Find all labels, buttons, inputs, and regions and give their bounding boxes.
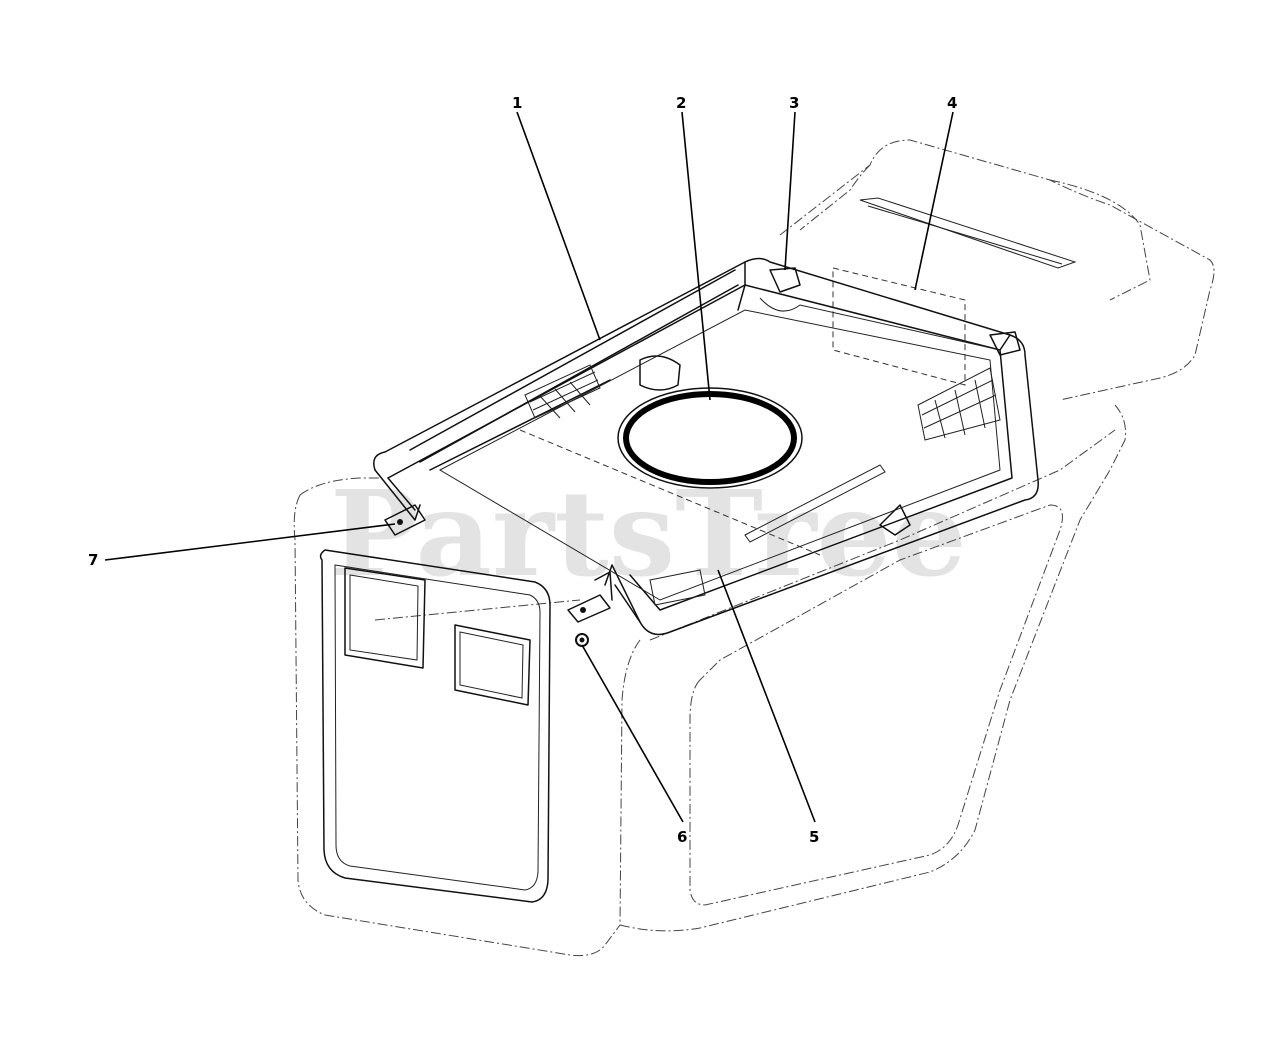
callout-4: 4	[947, 94, 957, 112]
watermark-text: PartsTree	[330, 464, 967, 603]
callout-3: 3	[789, 94, 799, 112]
mesh-screen-right	[917, 367, 1001, 441]
decal	[832, 267, 966, 386]
rear-cowl	[779, 139, 1215, 401]
bag-body	[293, 404, 1126, 956]
bracket-left	[384, 504, 426, 536]
leader-7	[104, 523, 396, 561]
callout-2: 2	[676, 94, 686, 112]
callout-7: 7	[88, 551, 98, 569]
callout-labels: 1 2 3 4 5 6 7	[88, 94, 957, 846]
leader-5	[717, 569, 816, 823]
front-window-frame	[319, 549, 551, 903]
callout-1: 1	[512, 94, 522, 112]
leader-2	[681, 111, 711, 401]
leader-6	[581, 644, 684, 823]
leader-3	[784, 111, 796, 271]
leader-4	[914, 111, 954, 291]
leader-1	[516, 111, 601, 341]
callout-6: 6	[677, 828, 687, 846]
top-cover	[438, 297, 1001, 601]
frame-details	[649, 267, 1021, 606]
callout-5: 5	[809, 828, 819, 846]
handle	[409, 269, 739, 471]
mesh-screen-left	[524, 364, 601, 419]
leader-lines	[104, 111, 954, 823]
